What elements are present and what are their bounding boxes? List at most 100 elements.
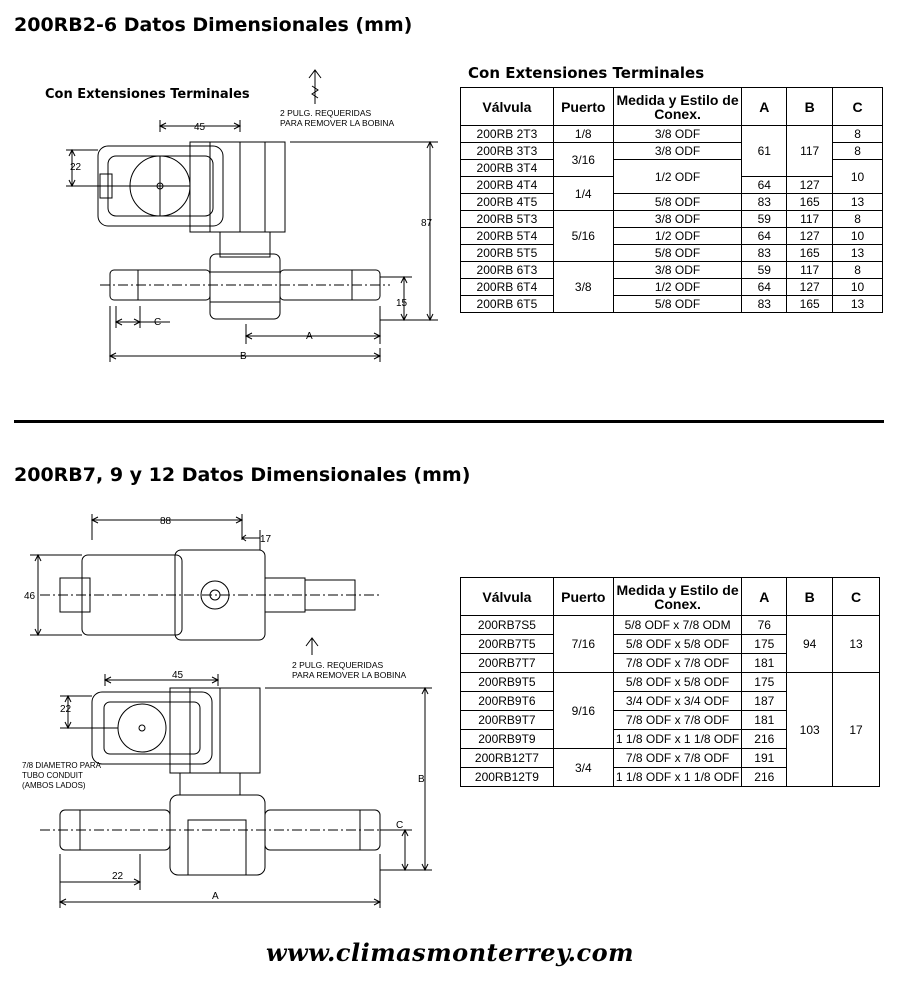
cell-c: 13 xyxy=(832,615,880,673)
diagram1-dim-a: A xyxy=(306,331,313,342)
diagram2-note-line2: PARA REMOVER LA BOBINA xyxy=(292,670,406,680)
cell-medida: 3/8 ODF xyxy=(612,210,743,228)
cell-medida: 1 1/8 ODF x 1 1/8 ODF xyxy=(612,767,743,787)
diagram2-conduit-line3: (AMBOS LADOS) xyxy=(22,781,86,790)
cell-valvula: 200RB12T7 xyxy=(460,748,554,768)
cell-a: 175 xyxy=(741,634,788,654)
cell-puerto: 3/4 xyxy=(552,748,614,787)
diagram1-dim-b: B xyxy=(240,351,247,362)
cell-b: 127 xyxy=(786,227,834,245)
table-row: 200RB12T9 1 1/8 ODF x 1 1/8 ODF 216 xyxy=(460,767,880,787)
cell-a: 64 xyxy=(741,278,788,296)
header-c: C xyxy=(832,87,883,126)
header-b: B xyxy=(786,577,834,616)
table-row: 200RB 5T3 5/16 3/8 ODF 59 117 8 xyxy=(460,210,883,262)
spec-table-large: Válvula Puerto Medida y Estilo de Conex.… xyxy=(460,577,880,787)
cell-puerto: 3/16 xyxy=(552,142,614,177)
table-row: 200RB 6T3 3/8 3/8 ODF 59 117 8 xyxy=(460,261,883,313)
cell-medida: 3/8 ODF xyxy=(612,142,743,160)
table-row: 200RB 3T4 1/2 ODF 10 xyxy=(460,159,883,194)
cell-medida: 5/8 ODF x 5/8 ODF xyxy=(612,634,743,654)
diagram2-dim-88: 88 xyxy=(160,516,172,527)
diagram2-dim-c: C xyxy=(396,820,403,831)
diagram2-dim-46: 46 xyxy=(24,591,36,602)
diagram1-dim-87: 87 xyxy=(421,218,433,229)
cell-medida: 3/8 ODF xyxy=(612,261,743,279)
header-b: B xyxy=(786,87,834,126)
diagram2-note-line1: 2 PULG. REQUERIDAS xyxy=(292,660,383,670)
cell-medida: 1 1/8 ODF x 1 1/8 ODF xyxy=(612,729,743,749)
cell-valvula: 200RB 6T5 xyxy=(460,295,554,313)
spec-table-small: Válvula Puerto Medida y Estilo de Conex.… xyxy=(460,87,883,313)
cell-b: 94 xyxy=(786,615,834,673)
table-row: 200RB 2T3 1/8 3/8 ODF 61 117 8 xyxy=(460,125,883,177)
cell-a: 191 xyxy=(741,748,788,768)
cell-medida: 5/8 ODF xyxy=(612,193,743,211)
cell-medida: 5/8 ODF xyxy=(612,244,743,262)
cell-medida: 3/8 ODF xyxy=(612,125,743,143)
cell-puerto: 1/4 xyxy=(552,176,614,211)
cell-valvula: 200RB9T6 xyxy=(460,691,554,711)
diagram2-dim-22-top: 22 xyxy=(60,704,72,715)
cell-medida: 7/8 ODF x 7/8 ODF xyxy=(612,748,743,768)
cell-valvula: 200RB 3T4 xyxy=(460,159,554,177)
table-row: 200RB 5T5 5/8 ODF 83 165 13 xyxy=(460,244,883,262)
table-row: 200RB12T7 3/4 7/8 ODF x 7/8 ODF 191 xyxy=(460,748,880,787)
valve-diagram-large: 88 17 46 2 PULG. REQUERIDAS PARA REMOVER… xyxy=(22,514,432,908)
cell-a: 64 xyxy=(741,227,788,245)
header-valvula: Válvula xyxy=(460,87,554,126)
cell-medida: 7/8 ODF x 7/8 ODF xyxy=(612,710,743,730)
cell-c: 13 xyxy=(832,193,883,211)
diagram2-conduit-line2: TUBO CONDUIT xyxy=(22,771,83,780)
cell-valvula: 200RB 6T4 xyxy=(460,278,554,296)
diagram1-note-line1: 2 PULG. REQUERIDAS xyxy=(280,108,371,118)
cell-puerto: 1/8 xyxy=(552,125,614,143)
cell-c: 17 xyxy=(832,672,880,787)
cell-b: 117 xyxy=(786,210,834,228)
cell-valvula: 200RB7T5 xyxy=(460,634,554,654)
table-row: 200RB 3T3 3/16 3/8 ODF 8 xyxy=(460,142,883,177)
cell-valvula: 200RB 5T5 xyxy=(460,244,554,262)
cell-b: 127 xyxy=(786,278,834,296)
header-c: C xyxy=(832,577,880,616)
cell-valvula: 200RB 5T4 xyxy=(460,227,554,245)
cell-valvula: 200RB 2T3 xyxy=(460,125,554,143)
header-valvula: Válvula xyxy=(460,577,554,616)
cell-a: 59 xyxy=(741,210,788,228)
table-row: 200RB 4T5 5/8 ODF 83 165 13 xyxy=(460,193,883,211)
cell-valvula: 200RB7T7 xyxy=(460,653,554,673)
cell-valvula: 200RB 4T5 xyxy=(460,193,554,211)
header-puerto: Puerto xyxy=(552,87,614,126)
cell-a: 175 xyxy=(741,672,788,692)
cell-a: 61 xyxy=(741,125,788,177)
cell-a: 216 xyxy=(741,767,788,787)
section2-title: 200RB7, 9 y 12 Datos Dimensionales (mm) xyxy=(14,464,471,486)
cell-a: 216 xyxy=(741,729,788,749)
diagram2-dim-b: B xyxy=(418,774,425,785)
cell-a: 76 xyxy=(741,615,788,635)
cell-valvula: 200RB 3T3 xyxy=(460,142,554,160)
header-medida: Medida y Estilo de Conex. xyxy=(612,87,743,126)
cell-valvula: 200RB12T9 xyxy=(460,767,554,787)
cell-a: 59 xyxy=(741,261,788,279)
cell-a: 187 xyxy=(741,691,788,711)
cell-puerto: 9/16 xyxy=(552,672,614,749)
diagram2-dim-22-bottom: 22 xyxy=(112,871,124,882)
table-row: 200RB 6T4 1/2 ODF 64 127 10 xyxy=(460,278,883,296)
cell-c: 10 xyxy=(832,159,883,194)
website-footer: www.climasmonterrey.com xyxy=(265,938,635,967)
cell-b: 165 xyxy=(786,244,834,262)
cell-a: 64 xyxy=(741,176,788,194)
table-row: 200RB7S5 7/16 5/8 ODF x 7/8 ODM 76 94 13 xyxy=(460,615,880,673)
cell-c: 13 xyxy=(832,244,883,262)
diagram1-dim-15: 15 xyxy=(396,298,408,309)
cell-medida: 5/8 ODF xyxy=(612,295,743,313)
diagram1-note-line2: PARA REMOVER LA BOBINA xyxy=(280,118,394,128)
cell-medida: 5/8 ODF x 7/8 ODM xyxy=(612,615,743,635)
diagram2-dim-17: 17 xyxy=(260,534,272,545)
cell-medida: 7/8 ODF x 7/8 ODF xyxy=(612,653,743,673)
cell-b: 165 xyxy=(786,193,834,211)
cell-medida: 3/4 ODF x 3/4 ODF xyxy=(612,691,743,711)
valve-diagram-small: 2 PULG. REQUERIDAS PARA REMOVER LA BOBIN… xyxy=(66,69,438,362)
cell-a: 83 xyxy=(741,244,788,262)
